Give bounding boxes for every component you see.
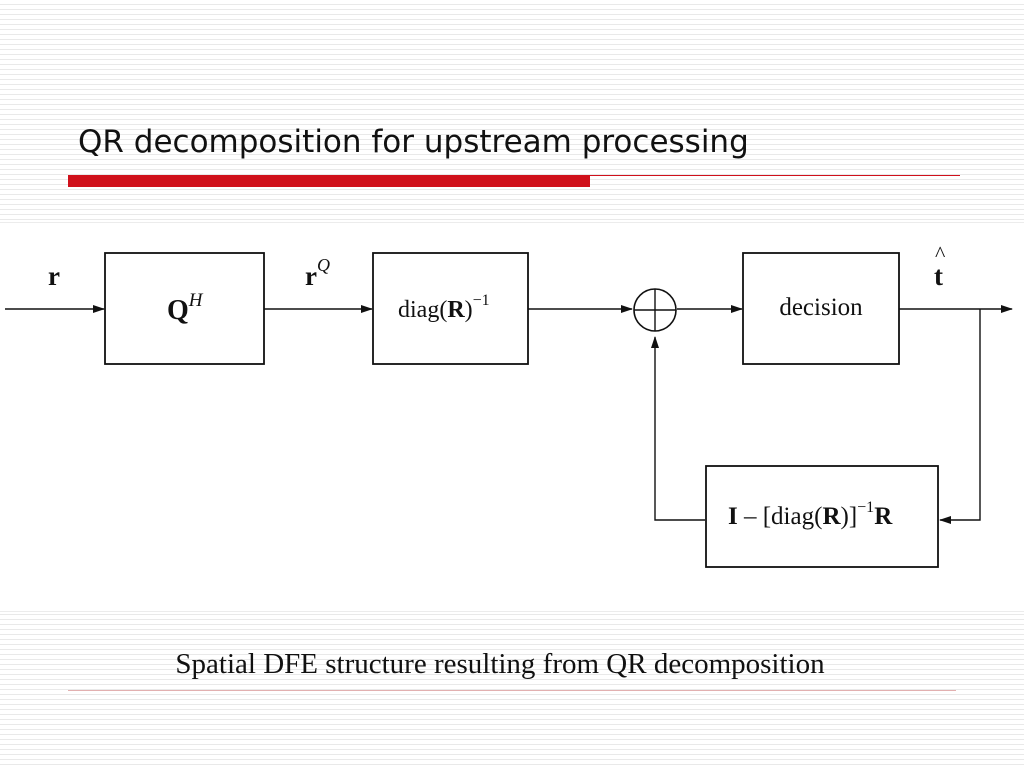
qh-block <box>104 252 265 365</box>
qh-block-label: QH <box>167 290 204 326</box>
slide-title: QR decomposition for upstream processing <box>78 124 749 160</box>
diag-inverse-block <box>372 252 529 365</box>
decision-block <box>742 252 900 365</box>
rq-label: rQ <box>305 255 330 291</box>
output-label: t <box>934 261 943 291</box>
feedback-filter-label: I – [diag(R)]−1R <box>728 499 893 530</box>
title-underline-thin <box>590 175 960 176</box>
feedback-filter-block <box>705 465 939 568</box>
diagram-panel: r QH rQ diag(R)−1 decision ^ t I – [diag… <box>0 222 1024 612</box>
summing-junction <box>633 288 677 332</box>
feedback-tap-line <box>939 309 981 524</box>
diagram-caption: Spatial DFE structure resulting from QR … <box>175 648 825 680</box>
output-hat: ^ <box>935 241 946 266</box>
feedback-return-line <box>651 336 705 521</box>
caption-underline <box>68 690 956 691</box>
dfe-block-diagram: r QH rQ diag(R)−1 decision ^ t I – [diag… <box>5 241 1013 568</box>
decision-label: decision <box>779 294 863 321</box>
diag-inverse-label: diag(R)−1 <box>398 292 490 323</box>
input-label: r <box>48 261 60 291</box>
title-underline-accent <box>68 175 590 187</box>
